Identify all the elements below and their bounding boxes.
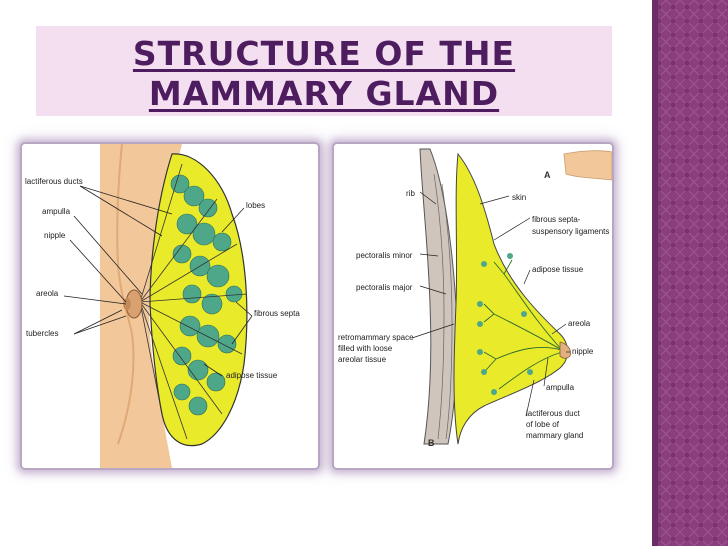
fibrous-septa-lines [139, 163, 248, 440]
label-retromammary-1: retromammary space [338, 333, 414, 342]
label-areola: areola [36, 289, 59, 298]
label-fibrous-septa: fibrous septa [254, 309, 300, 318]
leader-lines [63, 185, 253, 377]
label-retromammary-3: areolar tissue [338, 355, 387, 364]
label-nipple: nipple [572, 347, 594, 356]
slide-title-line-1: STRUCTURE OF THE [132, 34, 516, 73]
title-band: STRUCTURE OF THE MAMMARY GLAND [36, 26, 612, 116]
label-areola: areola [568, 319, 591, 328]
label-adipose-tissue: adipose tissue [226, 371, 278, 380]
breast-section-illustration: lactiferous ducts ampulla nipple areola … [25, 144, 300, 468]
panel-b-marker: B [428, 438, 435, 448]
label-ampulla: ampulla [42, 207, 71, 216]
label-rib: rib [406, 189, 415, 198]
nipple-mark [559, 341, 571, 359]
figure-sagittal-section: A B rib skin fibrous septa- suspensory l… [334, 144, 612, 468]
label-lactiferous-ducts: lactiferous ducts [25, 177, 83, 186]
label-nipple: nipple [44, 231, 66, 240]
sagittal-section-illustration: A B rib skin fibrous septa- suspensory l… [338, 148, 612, 448]
slide-title-line-2: MAMMARY GLAND [148, 74, 500, 113]
label-fibrous-septa: fibrous septa- [532, 215, 581, 224]
label-tubercles: tubercles [26, 329, 58, 338]
label-skin: skin [512, 193, 526, 202]
figure-breast-cross-section: lactiferous ducts ampulla nipple areola … [22, 144, 318, 468]
label-lobes: lobes [246, 201, 265, 210]
lobule-clusters [170, 174, 243, 416]
gland-tissue [453, 152, 568, 445]
label-duct-1: lactiferous duct [526, 409, 581, 418]
label-ampulla: ampulla [546, 383, 575, 392]
label-pectoralis-major: pectoralis major [356, 283, 413, 292]
label-adipose-tissue: adipose tissue [532, 265, 584, 274]
label-retromammary-2: filled with loose [338, 344, 393, 353]
panel-a-marker: A [544, 170, 551, 180]
chest-wall [419, 148, 458, 445]
lobules [477, 253, 533, 395]
label-suspensory-ligaments: suspensory ligaments [532, 227, 609, 236]
decorative-side-band [652, 0, 728, 546]
label-pectoralis-minor: pectoralis minor [356, 251, 413, 260]
leader-lines [411, 191, 570, 417]
label-duct-3: mammary gland [526, 431, 583, 440]
label-duct-2: of lobe of [526, 420, 560, 429]
lactiferous-ducts [483, 259, 563, 390]
